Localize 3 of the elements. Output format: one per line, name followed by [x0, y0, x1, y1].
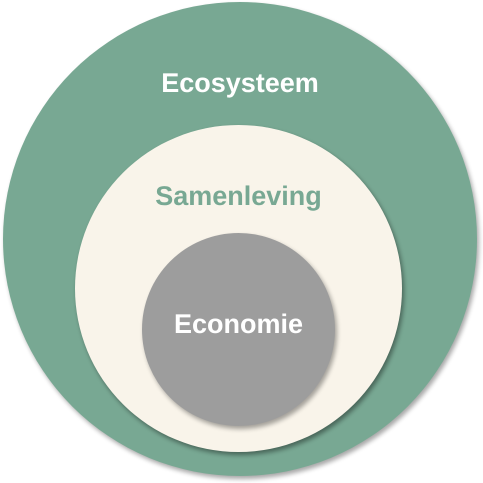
circle-label: Samenleving	[155, 183, 322, 210]
circle-label: Ecosysteem	[161, 70, 319, 97]
circle-label: Economie	[174, 311, 304, 338]
